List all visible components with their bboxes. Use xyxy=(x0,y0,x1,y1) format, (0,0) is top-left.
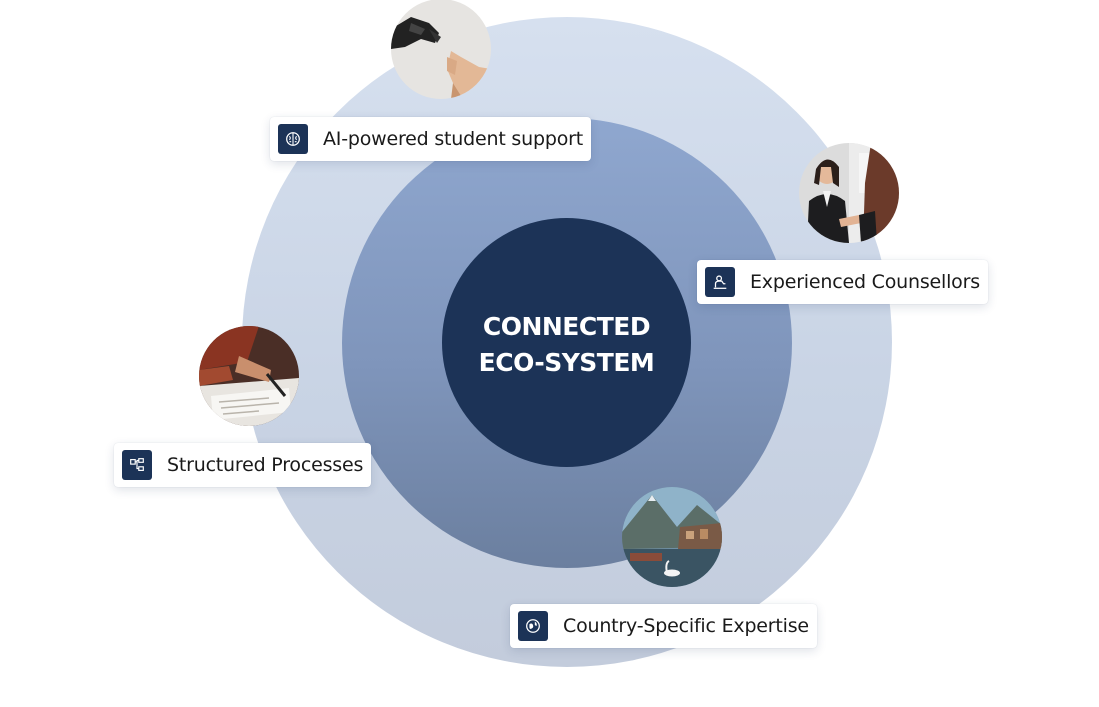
brain-icon xyxy=(278,124,308,154)
feature-card-structured-processes: Structured Processes xyxy=(114,443,372,487)
counsellor-icon xyxy=(705,267,735,297)
feature-card-ai-support: AI-powered student support xyxy=(270,117,591,161)
core-title: CONNECTED ECO-SYSTEM xyxy=(479,309,655,381)
feature-card-counsellors: Experienced Counsellors xyxy=(697,260,988,304)
feature-label-counsellors: Experienced Counsellors xyxy=(750,271,980,293)
feature-card-country-expertise: Country-Specific Expertise xyxy=(510,604,817,648)
core-title-line2: ECO-SYSTEM xyxy=(478,347,655,377)
globe-icon xyxy=(518,611,548,641)
robot-human-hands-photo xyxy=(391,0,491,99)
core-title-line1: CONNECTED xyxy=(482,311,651,341)
feature-label-structured-processes: Structured Processes xyxy=(167,454,364,476)
flowchart-icon xyxy=(122,450,152,480)
signing-documents-photo xyxy=(199,326,299,426)
lakeside-village-swan-photo xyxy=(622,487,722,587)
feature-label-ai-support: AI-powered student support xyxy=(323,128,583,150)
core-circle: CONNECTED ECO-SYSTEM xyxy=(442,218,691,467)
handshake-meeting-photo xyxy=(799,143,899,243)
feature-label-country-expertise: Country-Specific Expertise xyxy=(563,615,809,637)
